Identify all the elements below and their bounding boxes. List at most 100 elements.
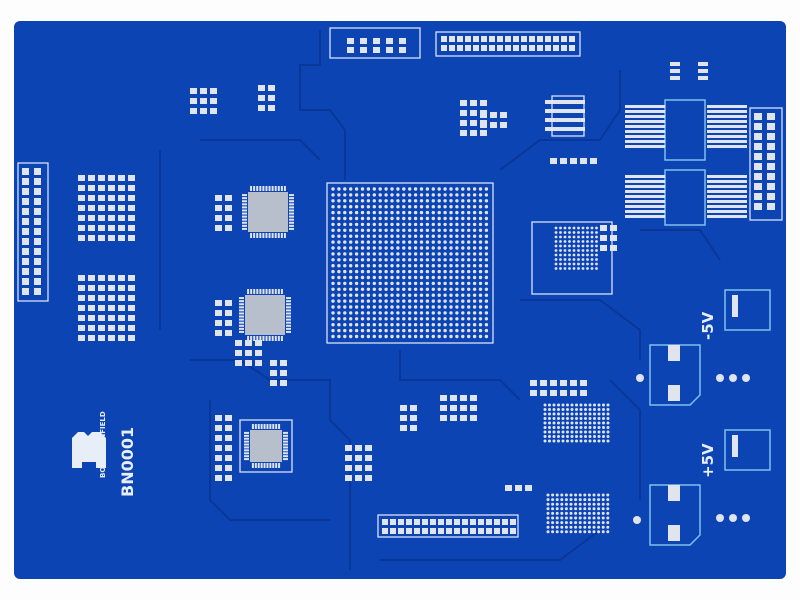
pad [343, 287, 347, 291]
pad [128, 295, 135, 301]
pin [271, 233, 274, 238]
pad [546, 498, 550, 502]
pad [419, 264, 424, 268]
pad [419, 193, 424, 197]
pad [606, 417, 610, 420]
pad [425, 305, 430, 309]
pad [437, 269, 441, 274]
pad [128, 215, 135, 221]
pad [502, 519, 508, 525]
pad [215, 465, 222, 471]
pad [467, 317, 471, 321]
pin [242, 212, 247, 215]
pad [365, 445, 372, 451]
pad [461, 193, 465, 197]
pad [422, 519, 428, 525]
pad [366, 193, 371, 197]
pad [587, 516, 591, 520]
pad [560, 511, 564, 515]
pad [546, 521, 550, 525]
pad [410, 405, 417, 411]
pad [425, 210, 430, 215]
pad [559, 226, 562, 230]
pad [372, 287, 376, 291]
pad [572, 231, 576, 234]
through-hole [716, 514, 724, 522]
pad [349, 317, 353, 321]
pad [543, 412, 547, 416]
pad [552, 403, 556, 407]
pad [584, 408, 587, 411]
pin [247, 289, 250, 294]
pad [215, 455, 222, 461]
pad [502, 528, 508, 534]
pad [108, 185, 115, 191]
pad [402, 240, 406, 244]
pad [590, 267, 594, 270]
pad [413, 311, 418, 315]
pin [244, 443, 249, 446]
pad [472, 328, 477, 333]
pad [484, 328, 489, 333]
pad [390, 275, 394, 280]
pin [239, 297, 244, 300]
pad [419, 305, 424, 309]
right-header-outline [749, 107, 783, 221]
pad [108, 325, 115, 331]
pad [625, 200, 665, 203]
pad [337, 334, 341, 339]
pad [349, 275, 353, 280]
pin [274, 233, 277, 238]
pad [597, 430, 601, 434]
pin [286, 315, 291, 318]
pad [372, 228, 376, 232]
pad [128, 325, 135, 331]
pad [569, 36, 575, 42]
pad [551, 493, 555, 497]
pin [242, 206, 247, 209]
pad [366, 299, 371, 303]
pad [331, 187, 335, 191]
pin [280, 186, 283, 191]
pad [545, 118, 585, 122]
pad [455, 317, 459, 321]
pad [419, 258, 424, 262]
pad [449, 328, 453, 333]
pad [554, 231, 558, 234]
pad [402, 205, 406, 209]
bga-small-1 [554, 226, 598, 270]
pad [606, 403, 610, 407]
pad [396, 252, 400, 256]
pad [425, 228, 430, 232]
pad [396, 334, 400, 339]
pad [754, 153, 762, 160]
pad [572, 235, 576, 239]
pad [443, 187, 447, 191]
pad [378, 328, 382, 333]
pin [259, 233, 262, 238]
neg-5v-label: -5V [699, 311, 717, 340]
pad [554, 267, 558, 270]
pad [543, 430, 547, 434]
pad [413, 334, 418, 339]
pad [455, 240, 459, 244]
pad [245, 360, 252, 366]
pin [277, 289, 280, 294]
pad [606, 408, 610, 411]
pad [78, 215, 85, 221]
pad [343, 240, 347, 244]
pad [255, 360, 262, 366]
pad [472, 287, 477, 291]
pad [698, 69, 708, 73]
pad [413, 193, 418, 197]
pad [467, 193, 471, 197]
pad [586, 249, 589, 252]
pad [343, 305, 347, 309]
pad [530, 380, 537, 386]
pad [413, 317, 418, 321]
pad [461, 234, 465, 238]
pad [399, 38, 406, 44]
pin [268, 233, 271, 238]
pad [431, 187, 435, 191]
pad [478, 519, 484, 525]
